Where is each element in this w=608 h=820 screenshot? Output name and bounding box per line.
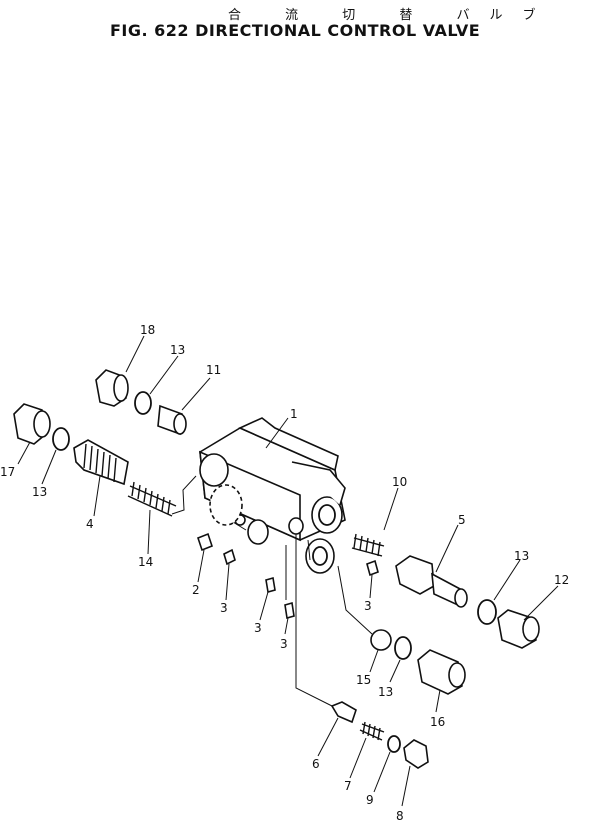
callout-5: 5 <box>458 513 466 527</box>
callout-15: 15 <box>356 673 371 687</box>
callout-1: 1 <box>290 407 298 421</box>
callout-3: 3 <box>254 621 262 635</box>
callout-13: 13 <box>32 485 47 499</box>
figure-title: FIG. 622 DIRECTIONAL CONTROL VALVE <box>110 21 481 40</box>
o-ring-9 <box>387 735 401 753</box>
callout-18: 18 <box>140 323 155 337</box>
plug-18 <box>95 369 129 407</box>
collar-11 <box>157 404 187 436</box>
callout-10: 10 <box>392 475 407 489</box>
callout-11: 11 <box>206 363 221 377</box>
valve-body <box>199 417 346 574</box>
plug-3d <box>366 559 379 577</box>
spring-14 <box>127 475 197 517</box>
leader-lines <box>17 335 559 807</box>
plug-3c <box>284 601 295 620</box>
callout-7: 7 <box>344 779 352 793</box>
callout-4: 4 <box>86 517 94 531</box>
spring-7 <box>359 721 385 741</box>
plug-17 <box>13 403 51 445</box>
callout-2: 2 <box>192 583 200 597</box>
spring-10 <box>351 533 385 557</box>
callout-3: 3 <box>364 599 372 613</box>
o-ring-13-right <box>477 599 497 625</box>
plug-2 <box>197 532 213 552</box>
callout-8: 8 <box>396 809 404 820</box>
callout-13: 13 <box>514 549 529 563</box>
o-ring-13-upper <box>134 391 152 415</box>
plug-12 <box>497 609 540 649</box>
callout-6: 6 <box>312 757 320 771</box>
callout-13: 13 <box>170 343 185 357</box>
callout-17: 17 <box>0 465 15 479</box>
callout-3: 3 <box>280 637 288 651</box>
plug-3a <box>223 548 236 566</box>
spool-5 <box>395 555 468 608</box>
callout-16: 16 <box>430 715 445 729</box>
figure-title-japanese: 合 流 切 替 バルブ <box>228 8 556 23</box>
callout-3: 3 <box>220 601 228 615</box>
o-ring-13-lower <box>394 636 412 660</box>
plug-3b <box>265 576 276 594</box>
plug-8 <box>403 739 429 769</box>
callout-labels: 1 2 3 3 3 3 4 5 6 7 8 9 10 11 12 13 13 1… <box>0 323 569 820</box>
callout-14: 14 <box>138 555 153 569</box>
assembly-guide-lines <box>285 534 373 707</box>
callout-12: 12 <box>554 573 569 587</box>
spool-4 <box>73 439 129 486</box>
o-ring-13-left <box>52 427 70 451</box>
callout-13: 13 <box>378 685 393 699</box>
callout-9: 9 <box>366 793 374 807</box>
plug-6 <box>330 701 357 724</box>
plug-16 <box>417 649 466 695</box>
ball-15 <box>370 629 392 651</box>
